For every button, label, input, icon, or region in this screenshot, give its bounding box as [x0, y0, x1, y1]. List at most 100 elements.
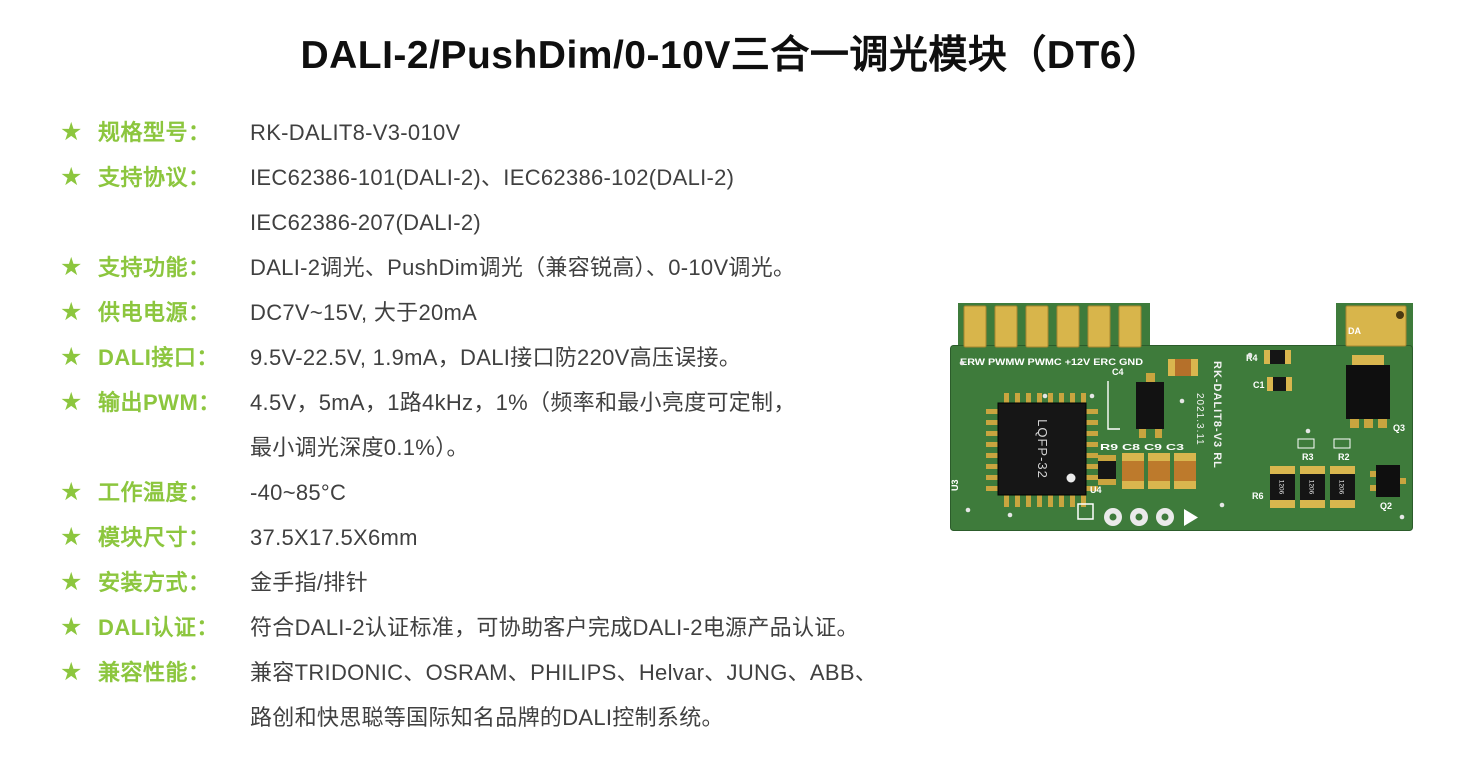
spec-value: DC7V~15V, 大于20mA: [250, 290, 940, 335]
spec-row-functions: ★ 支持功能： DALI-2调光、PushDim调光（兼容锐高）、0-10V调光…: [60, 245, 940, 290]
spec-label: 输出PWM：: [98, 390, 221, 415]
silkscreen-model: RK-DALIT8-V3 RL: [1211, 361, 1223, 469]
silkscreen-pad-r3: [1297, 438, 1315, 449]
star-icon: ★: [60, 658, 83, 686]
gold-fingers: [963, 305, 1142, 348]
spec-label: 支持功能：: [98, 255, 211, 280]
spec-value-line: DALI-2调光、PushDim调光（兼容锐高）、0-10V调光。: [250, 255, 796, 280]
through-hole-pads: [1104, 508, 1174, 526]
star-icon: ★: [60, 478, 83, 506]
pcb-render: DA ERW PWMW PWMC +12V ERC GND: [950, 303, 1413, 531]
spec-label: 供电电源：: [98, 300, 211, 325]
square-pad: [1077, 503, 1094, 520]
silkscreen-pin-labels: ERW PWMW PWMC +12V ERC GND: [960, 357, 1144, 367]
spec-value-line: 兼容TRIDONIC、OSRAM、PHILIPS、Helvar、JUNG、ABB…: [250, 660, 878, 685]
spec-row-dimensions: ★ 模块尺寸： 37.5X17.5X6mm: [60, 515, 940, 560]
spec-value-line: -40~85°C: [250, 480, 347, 505]
smd-code: 1206: [1308, 480, 1315, 495]
spec-label: 兼容性能：: [98, 660, 211, 685]
spec-value-line: RK-DALIT8-V3-010V: [250, 120, 461, 145]
star-icon: ★: [60, 118, 83, 146]
spec-label: 安装方式：: [98, 570, 211, 595]
spec-value: 兼容TRIDONIC、OSRAM、PHILIPS、Helvar、JUNG、ABB…: [250, 650, 940, 740]
spec-value: 9.5V-22.5V, 1.9mA，DALI接口防220V高压误接。: [250, 335, 940, 380]
spec-value: 符合DALI-2认证标准，可协助客户完成DALI-2电源产品认证。: [250, 605, 940, 650]
spec-value: DALI-2调光、PushDim调光（兼容锐高）、0-10V调光。: [250, 245, 940, 290]
star-icon: ★: [60, 568, 83, 596]
silkscreen-r4: R4: [1246, 353, 1258, 363]
vias: [959, 352, 1405, 520]
star-icon: ★: [60, 613, 83, 641]
spec-row-model: ★ 规格型号： RK-DALIT8-V3-010V: [60, 110, 940, 155]
spec-label: 规格型号：: [98, 120, 211, 145]
pin1-dot: [1066, 473, 1076, 483]
silkscreen-r2: R2: [1338, 452, 1350, 462]
spec-value-line: 37.5X17.5X6mm: [250, 525, 418, 550]
spec-label: 工作温度：: [98, 480, 211, 505]
spec-value: RK-DALIT8-V3-010V: [250, 110, 940, 155]
silkscreen-q3: Q3: [1393, 423, 1405, 433]
silkscreen-da: DA: [1348, 326, 1361, 336]
silkscreen-date: 2021.3.11: [1194, 393, 1205, 446]
page-title: DALI-2/PushDim/0-10V三合一调光模块（DT6）: [300, 34, 1162, 77]
silkscreen-q2: Q2: [1380, 501, 1392, 511]
spec-row-pwm-output: ★ 输出PWM： 4.5V，5mA，1路4kHz，1%（频率和最小亮度可定制， …: [60, 380, 940, 470]
transistor-q3: [1346, 355, 1390, 428]
capacitor-c1: [1267, 377, 1292, 391]
capacitor-row: [1098, 453, 1196, 489]
spec-label: 模块尺寸：: [98, 525, 211, 550]
silkscreen-pad-r2: [1333, 438, 1351, 449]
mcu-chip: LQFP-32: [986, 393, 1098, 507]
spec-value-line: DC7V~15V, 大于20mA: [250, 300, 478, 325]
spec-value-line: 9.5V-22.5V, 1.9mA，DALI接口防220V高压误接。: [250, 345, 742, 370]
spec-value-line: 4.5V，5mA，1路4kHz，1%（频率和最小亮度可定制，: [250, 390, 796, 415]
spec-value: 金手指/排针: [250, 560, 940, 605]
spec-value-line: IEC62386-101(DALI-2)、IEC62386-102(DALI-2…: [250, 165, 735, 190]
spec-value-line: 金手指/排针: [250, 570, 368, 595]
spec-row-protocol: ★ 支持协议： IEC62386-101(DALI-2)、IEC62386-10…: [60, 155, 940, 245]
dali-pad: DA: [1345, 305, 1407, 347]
smd-code: 1206: [1338, 480, 1345, 495]
pcb-left-tab: [958, 303, 1150, 351]
capacitor-top: [1168, 359, 1198, 376]
silkscreen-bracket: [1107, 381, 1120, 430]
triangle-marker: [1184, 509, 1198, 526]
spec-list: ★ 规格型号： RK-DALIT8-V3-010V ★ 支持协议： IEC623…: [60, 110, 940, 740]
spec-row-dali-port: ★ DALI接口： 9.5V-22.5V, 1.9mA，DALI接口防220V高…: [60, 335, 940, 380]
star-icon: ★: [60, 388, 83, 416]
spec-value-line: 路创和快思聪等国际知名品牌的DALI控制系统。: [250, 705, 724, 730]
chip-marking: LQFP-32: [1035, 419, 1050, 479]
silkscreen-r6: R6: [1252, 491, 1264, 501]
silkscreen-c4: C4: [1112, 367, 1124, 377]
silkscreen-cap-row: R9 C8 C9 C3: [1100, 442, 1184, 452]
spec-value-line: IEC62386-207(DALI-2): [250, 210, 482, 235]
silkscreen-u4: U4: [1090, 485, 1102, 495]
star-icon: ★: [60, 523, 83, 551]
spec-label: DALI接口：: [98, 345, 219, 370]
smd-code: 1206: [1278, 480, 1285, 495]
star-icon: ★: [60, 343, 83, 371]
star-icon: ★: [60, 163, 83, 191]
spec-label: DALI认证：: [98, 615, 219, 640]
silkscreen-c1: C1: [1253, 380, 1265, 390]
transistor-c4: [1136, 373, 1164, 438]
product-pcb-image: DA ERW PWMW PWMC +12V ERC GND: [950, 303, 1415, 533]
spec-row-power: ★ 供电电源： DC7V~15V, 大于20mA: [60, 290, 940, 335]
spec-label: 支持协议：: [98, 165, 211, 190]
resistor-r4: [1264, 350, 1291, 364]
spec-value: 37.5X17.5X6mm: [250, 515, 940, 560]
spec-row-temperature: ★ 工作温度： -40~85°C: [60, 470, 940, 515]
spec-row-certification: ★ DALI认证： 符合DALI-2认证标准，可协助客户完成DALI-2电源产品…: [60, 605, 940, 650]
silkscreen-r3: R3: [1302, 452, 1314, 462]
silkscreen-u3: U3: [950, 479, 960, 491]
star-icon: ★: [60, 253, 83, 281]
star-icon: ★: [60, 298, 83, 326]
spec-value-line: 最小调光深度0.1%）。: [250, 435, 469, 460]
spec-value: 4.5V，5mA，1路4kHz，1%（频率和最小亮度可定制， 最小调光深度0.1…: [250, 380, 940, 470]
spec-row-compatibility: ★ 兼容性能： 兼容TRIDONIC、OSRAM、PHILIPS、Helvar、…: [60, 650, 940, 740]
transistor-q2: [1370, 465, 1406, 497]
spec-value: -40~85°C: [250, 470, 940, 515]
spec-row-mounting: ★ 安装方式： 金手指/排针: [60, 560, 940, 605]
resistor-bank: 1206 1206 1206: [1270, 466, 1355, 508]
